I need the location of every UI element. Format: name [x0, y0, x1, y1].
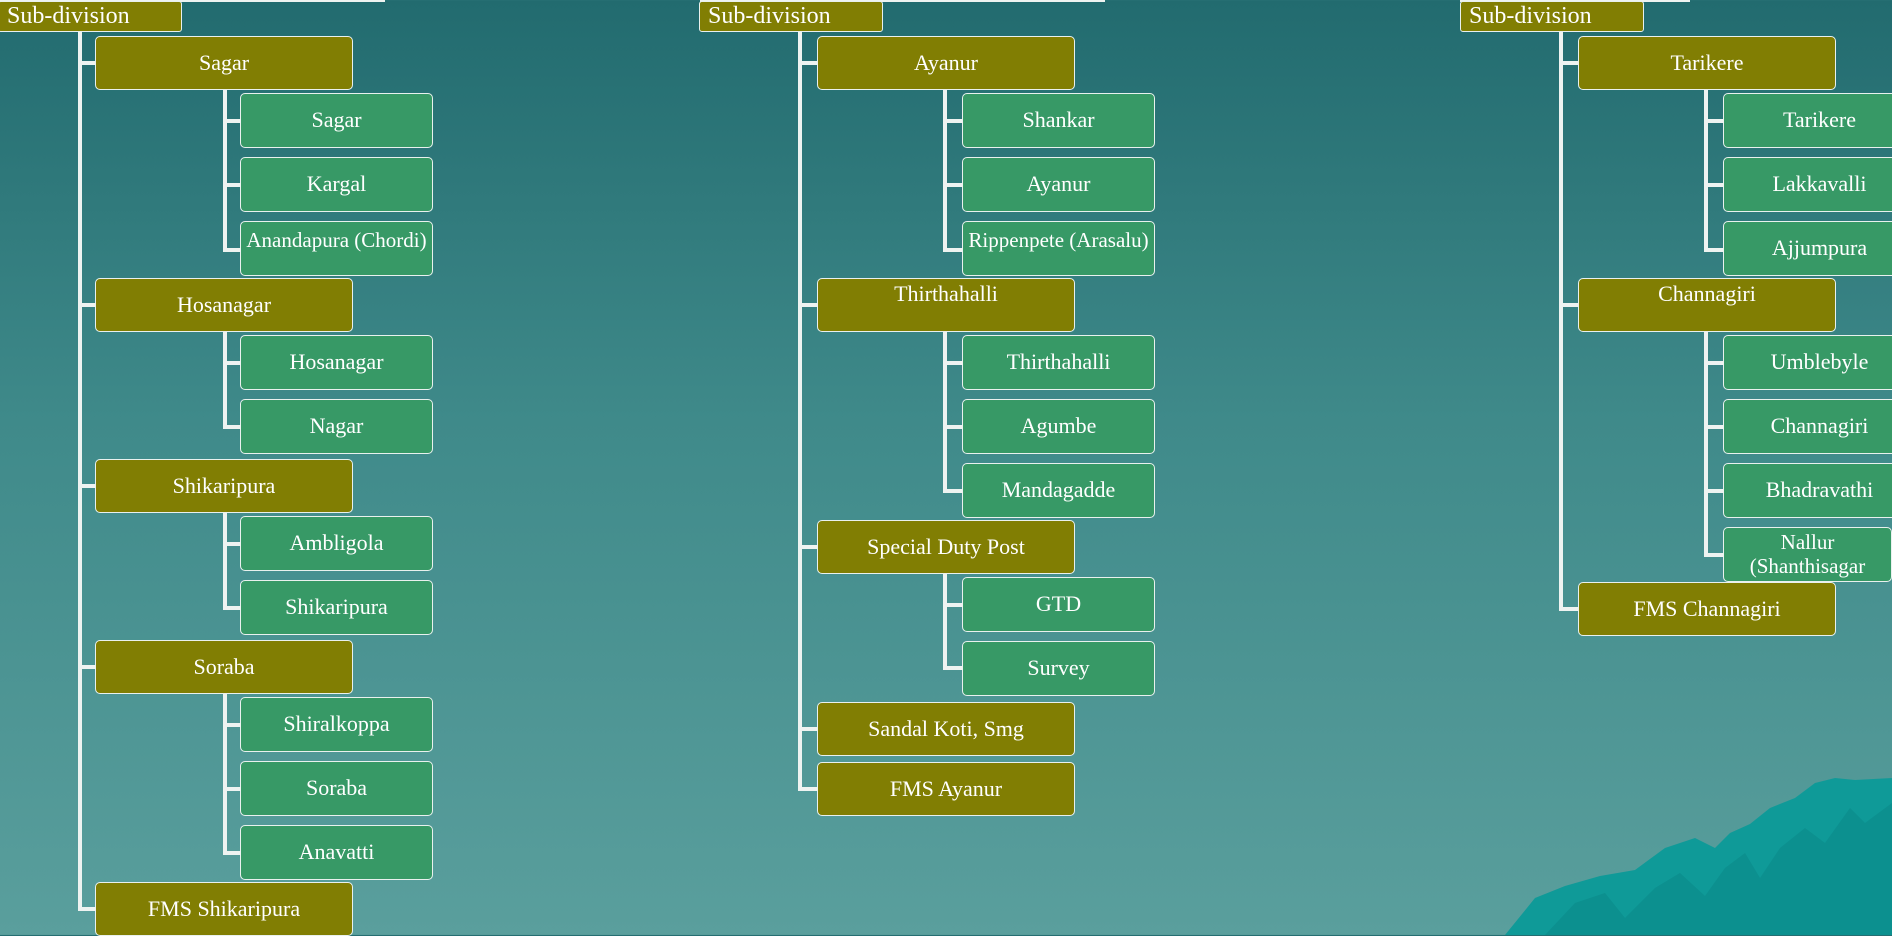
connector-stub [1559, 607, 1579, 611]
station-box[interactable]: Tarikere [1723, 93, 1892, 148]
connector-stub [943, 119, 963, 123]
connector-stub [223, 851, 241, 855]
station-box[interactable]: Ayanur [962, 157, 1155, 212]
station-box[interactable]: Umblebyle [1723, 335, 1892, 390]
connector-branch [943, 328, 947, 493]
connector-branch [223, 87, 227, 252]
range-box[interactable]: FMS Shikaripura [95, 882, 353, 936]
connector-stub [78, 665, 96, 669]
range-box[interactable]: Thirthahalli [817, 278, 1075, 332]
connector-stub [798, 61, 818, 65]
connector-stub [78, 907, 96, 911]
station-box[interactable]: Rippenpete (Arasalu) [962, 221, 1155, 276]
connector-stub [78, 484, 96, 488]
station-box[interactable]: Survey [962, 641, 1155, 696]
connector-stub [78, 303, 96, 307]
station-box[interactable]: Mandagadde [962, 463, 1155, 518]
subdivision-header[interactable]: Sub-division [699, 1, 883, 32]
connector-stub [1704, 183, 1724, 187]
station-box[interactable]: GTD [962, 577, 1155, 632]
connector-branch [1704, 87, 1708, 252]
connector-branch [943, 569, 947, 670]
connector-stub [223, 606, 241, 610]
station-box[interactable]: Shikaripura [240, 580, 433, 635]
connector-stub [943, 666, 963, 670]
range-box[interactable]: Sagar [95, 36, 353, 90]
range-box[interactable]: Channagiri [1578, 278, 1836, 332]
connector-branch [223, 690, 227, 855]
subdivision-header[interactable]: Sub-division [1460, 1, 1644, 32]
connector-stub [798, 545, 818, 549]
connector-stub [1704, 489, 1724, 493]
connector-stub [1704, 553, 1724, 557]
connector-trunk [1559, 32, 1563, 610]
connector-stub [223, 723, 241, 727]
connector-stub [1704, 119, 1724, 123]
station-box[interactable]: Kargal [240, 157, 433, 212]
range-box[interactable]: Ayanur [817, 36, 1075, 90]
station-box[interactable]: Bhadravathi [1723, 463, 1892, 518]
connector-stub [1704, 248, 1724, 252]
station-box[interactable]: Shankar [962, 93, 1155, 148]
connector-stub [943, 248, 963, 252]
connector-branch [223, 509, 227, 610]
connector-stub [798, 787, 818, 791]
connector-stub [943, 603, 963, 607]
connector-trunk [798, 32, 802, 791]
subdivision-header[interactable]: Sub-division [0, 1, 182, 32]
connector-stub [1559, 303, 1579, 307]
connector-stub [943, 489, 963, 493]
connector-stub [1704, 361, 1724, 365]
station-box[interactable]: Sagar [240, 93, 433, 148]
connector-stub [223, 542, 241, 546]
station-box[interactable]: Channagiri [1723, 399, 1892, 454]
range-box[interactable]: Hosanagar [95, 278, 353, 332]
top-edge-line [700, 0, 1105, 2]
range-box[interactable]: Soraba [95, 640, 353, 694]
connector-stub [223, 183, 241, 187]
station-box[interactable]: Anandapura (Chordi) [240, 221, 433, 276]
station-box[interactable]: Nallur (Shanthisagar [1723, 527, 1892, 582]
top-edge-line [0, 0, 385, 2]
connector-branch [943, 87, 947, 252]
station-box[interactable]: Agumbe [962, 399, 1155, 454]
range-box[interactable]: FMS Ayanur [817, 762, 1075, 816]
connector-stub [223, 248, 241, 252]
connector-stub [943, 183, 963, 187]
station-box[interactable]: Soraba [240, 761, 433, 816]
station-box[interactable]: Lakkavalli [1723, 157, 1892, 212]
connector-stub [1704, 425, 1724, 429]
range-box[interactable]: Special Duty Post [817, 520, 1075, 574]
station-box[interactable]: Shiralkoppa [240, 697, 433, 752]
station-box[interactable]: Ambligola [240, 516, 433, 571]
range-box[interactable]: FMS Channagiri [1578, 582, 1836, 636]
connector-stub [798, 303, 818, 307]
connector-stub [943, 425, 963, 429]
connector-stub [223, 361, 241, 365]
station-box[interactable]: Hosanagar [240, 335, 433, 390]
connector-trunk [78, 32, 82, 909]
station-box[interactable]: Nagar [240, 399, 433, 454]
connector-stub [223, 119, 241, 123]
range-box[interactable]: Sandal Koti, Smg [817, 702, 1075, 756]
connector-branch [223, 328, 227, 429]
connector-stub [223, 787, 241, 791]
station-box[interactable]: Anavatti [240, 825, 433, 880]
connector-stub [78, 61, 96, 65]
connector-stub [223, 425, 241, 429]
connector-stub [1559, 61, 1579, 65]
connector-stub [943, 361, 963, 365]
connector-branch [1704, 328, 1708, 557]
mountain-decoration [1505, 778, 1892, 935]
station-box[interactable]: Ajjumpura [1723, 221, 1892, 276]
connector-stub [798, 727, 818, 731]
range-box[interactable]: Tarikere [1578, 36, 1836, 90]
range-box[interactable]: Shikaripura [95, 459, 353, 513]
station-box[interactable]: Thirthahalli [962, 335, 1155, 390]
